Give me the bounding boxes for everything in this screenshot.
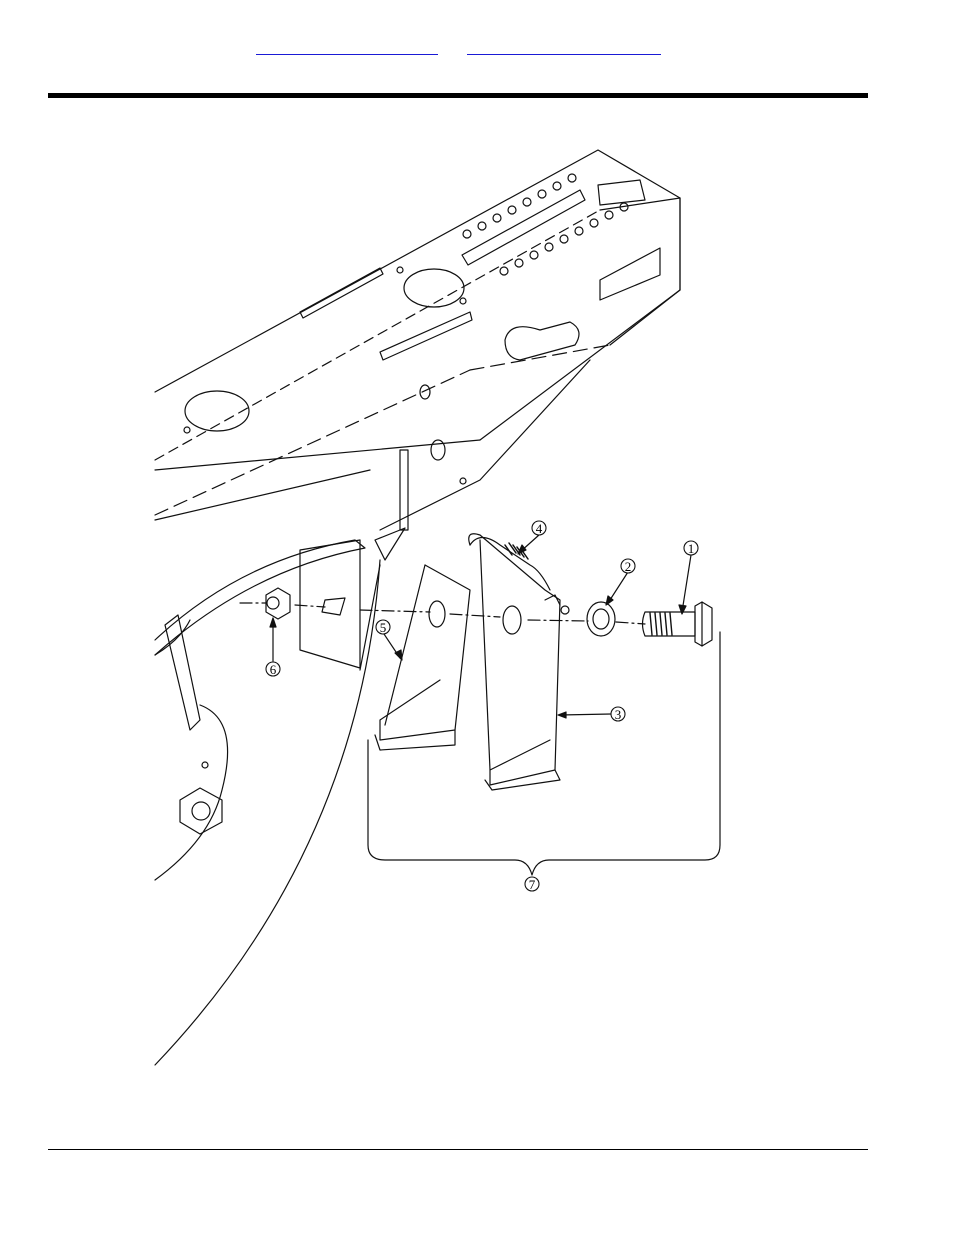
callout-label-2: 2 — [625, 559, 632, 574]
part-4-spring — [470, 538, 569, 615]
callout-label-7: 7 — [529, 877, 536, 892]
callout-5: 5 — [376, 620, 390, 635]
callout-7: 7 — [525, 877, 539, 892]
part-2-washer — [587, 602, 615, 636]
bracket-7 — [368, 632, 720, 875]
callout-label-5: 5 — [380, 620, 387, 635]
callout-label-3: 3 — [615, 707, 622, 722]
mount-plate — [300, 540, 360, 668]
assembly-axis — [240, 603, 645, 624]
callout-2: 2 — [621, 559, 635, 574]
part-1-bolt — [643, 602, 713, 646]
callout-6: 6 — [266, 662, 280, 677]
leader-1 — [682, 555, 691, 612]
callout-4: 4 — [532, 521, 546, 536]
part-3-scraper-blade — [469, 534, 560, 790]
frame-beam — [155, 150, 680, 530]
callout-label-1: 1 — [688, 541, 695, 556]
callout-label-6: 6 — [270, 662, 277, 677]
callout-1: 1 — [684, 541, 698, 556]
frame-hole — [404, 269, 464, 307]
callout-3: 3 — [611, 707, 625, 722]
hub-nut — [180, 788, 222, 834]
disc-edge — [155, 560, 380, 1065]
part-5-scraper-blade — [375, 565, 470, 750]
leader-3 — [560, 714, 611, 715]
callout-label-4: 4 — [536, 521, 543, 536]
part-6-nut — [266, 588, 290, 619]
